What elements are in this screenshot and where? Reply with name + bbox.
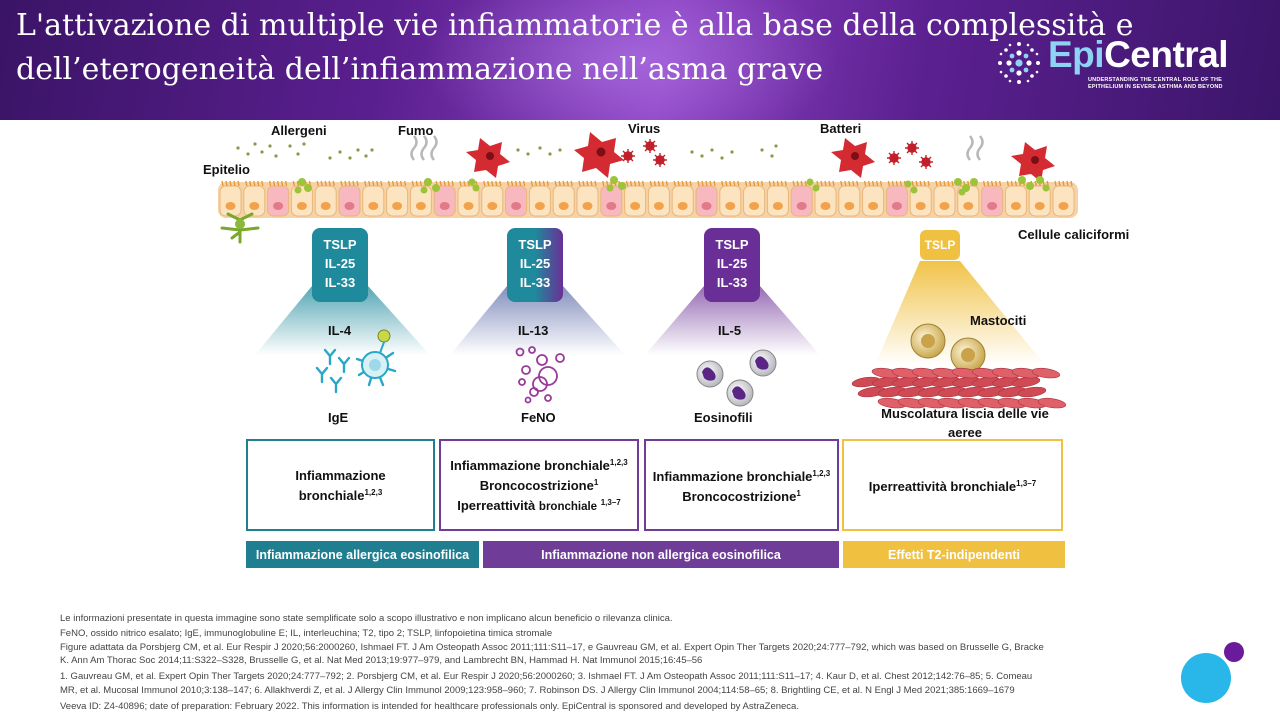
label-fumo: Fumo xyxy=(398,123,434,138)
outcome-box-1: Infiammazione bronchiale1,2,3 xyxy=(246,439,435,531)
cytokine-box-1: TSLP IL-25 IL-33 xyxy=(312,228,368,302)
epithelium-row xyxy=(218,180,1078,218)
eosinophils xyxy=(696,349,777,407)
cytokine-box-2: TSLP IL-25 IL-33 xyxy=(507,228,563,302)
label-il13: IL-13 xyxy=(518,323,549,338)
footnote-veeva: Veeva ID: Z4-40896; date of preparation:… xyxy=(60,701,799,712)
label-muscolatura: Muscolatura liscia delle vie aeree xyxy=(881,406,1049,440)
virus-particles xyxy=(621,139,933,169)
smoke-icon xyxy=(410,135,984,161)
footnote-disclaimer: Le informazioni presentate in questa imm… xyxy=(60,613,673,624)
epithelial-cell xyxy=(433,180,456,217)
epithelial-cell xyxy=(814,180,837,217)
decorative-purple-dot xyxy=(1224,642,1244,662)
pathway-illustration: Allergeni Fumo Virus Batteri Epitelio Ce… xyxy=(0,120,1280,440)
label-allergeni: Allergeni xyxy=(271,123,327,138)
label-epitelio: Epitelio xyxy=(203,162,250,177)
label-virus: Virus xyxy=(628,121,661,136)
label-batteri: Batteri xyxy=(820,121,862,136)
epithelial-cell xyxy=(624,180,647,217)
epithelial-cell xyxy=(290,180,313,217)
epithelial-cell xyxy=(457,180,480,217)
pathway-artwork xyxy=(218,132,1078,409)
smooth-muscle xyxy=(851,367,1067,409)
cytokine-box-3: TSLP IL-25 IL-33 xyxy=(704,228,760,302)
epithelial-cell xyxy=(386,180,409,217)
footnote-references-2: MR, et al. Mucosal Immunol 2010;3:138–14… xyxy=(60,685,1015,696)
epithelial-cell xyxy=(766,180,789,217)
epithelial-cell xyxy=(1028,180,1051,217)
epithelial-cell xyxy=(600,180,623,217)
logo-wordmark: EpiCentral xyxy=(1048,34,1229,75)
epithelial-cell xyxy=(338,180,361,217)
epithelial-cell xyxy=(909,180,932,217)
muscle-fiber xyxy=(1031,367,1061,379)
logo-tagline: UNDERSTANDING THE CENTRAL ROLE OF THE EP… xyxy=(1088,77,1223,90)
epithelial-cell xyxy=(790,180,813,217)
category-bar-non-allergic: Infiammazione non allergica eosinofilica xyxy=(483,541,839,568)
epithelial-cell xyxy=(838,180,861,217)
cytokine-box-4: TSLP xyxy=(920,230,960,260)
slide-title: L'attivazione di multiple vie infiammato… xyxy=(16,4,1196,92)
ige-antibodies xyxy=(315,348,351,394)
epithelial-cell xyxy=(505,180,528,217)
epithelial-cell xyxy=(743,180,766,217)
epithelial-cell xyxy=(933,180,956,217)
epithelial-cell xyxy=(576,180,599,217)
muscle-fiber xyxy=(1017,386,1047,398)
label-il4: IL-4 xyxy=(328,323,352,338)
outcome-box-4: Iperreattività bronchiale1,3–7 xyxy=(842,439,1063,531)
epithelial-cell xyxy=(862,180,885,217)
muscle-fiber xyxy=(1037,397,1067,409)
header-banner: L'attivazione di multiple vie infiammato… xyxy=(0,0,1280,120)
epithelial-cell xyxy=(219,180,242,217)
epithelial-cell xyxy=(1052,180,1075,217)
outcome-box-3: Infiammazione bronchiale1,2,3 Broncocost… xyxy=(644,439,839,531)
category-bar-t2-independent: Effetti T2-indipendenti xyxy=(843,541,1065,568)
label-ige: IgE xyxy=(328,410,349,425)
epithelial-cell xyxy=(647,180,670,217)
logo-dots-icon xyxy=(998,42,1040,84)
title-line-1: L'attivazione di multiple vie infiammato… xyxy=(16,8,1134,43)
footnote-source-1: Figure adattata da Porsbjerg CM, et al. … xyxy=(60,642,1044,653)
epithelial-cell xyxy=(552,180,575,217)
label-feno: FeNO xyxy=(521,410,556,425)
allergen-particles xyxy=(236,142,778,160)
epithelial-cell xyxy=(243,180,266,217)
epithelial-cell xyxy=(267,180,290,217)
footnote-source-2: K. Ann Am Thorac Soc 2014;11:S322–S328, … xyxy=(60,655,703,666)
footnote-abbreviations: FeNO, ossido nitrico esalato; IgE, immun… xyxy=(60,628,553,639)
category-bar-allergic: Infiammazione allergica eosinofilica xyxy=(246,541,479,568)
mast-cells xyxy=(910,323,986,373)
epithelial-cell xyxy=(671,180,694,217)
epithelial-cell xyxy=(409,180,432,217)
outcome-box-2: Infiammazione bronchiale1,2,3 Broncocost… xyxy=(439,439,639,531)
epithelial-cell xyxy=(1004,180,1027,217)
epithelial-cell xyxy=(362,180,385,217)
beam-mixed xyxy=(450,286,625,355)
feno-bubbles xyxy=(515,346,565,404)
label-cellule-caliciformi: Cellule caliciformi xyxy=(1018,227,1130,242)
epithelial-cell xyxy=(314,180,337,217)
epithelial-cell xyxy=(981,180,1004,217)
epithelial-cell xyxy=(695,180,718,217)
epithelial-cell xyxy=(719,180,742,217)
title-line-2: dell’eterogeneità dell’infiammazione nel… xyxy=(16,52,824,87)
beam-purple xyxy=(645,286,820,355)
footnote-references-1: 1. Gauvreau GM, et al. Expert Opin Ther … xyxy=(60,671,1033,682)
epicentral-logo: EpiCentral UNDERSTANDING THE CENTRAL ROL… xyxy=(996,34,1236,98)
decorative-blue-dot xyxy=(1181,653,1231,703)
red-cells xyxy=(466,132,1055,182)
epithelial-cell xyxy=(528,180,551,217)
label-il5: IL-5 xyxy=(718,323,742,338)
epithelial-cell xyxy=(885,180,908,217)
label-mastociti: Mastociti xyxy=(970,313,1027,328)
epithelial-cell xyxy=(481,180,504,217)
label-eosinofili: Eosinofili xyxy=(694,410,753,425)
goblet-granules xyxy=(294,176,1050,196)
